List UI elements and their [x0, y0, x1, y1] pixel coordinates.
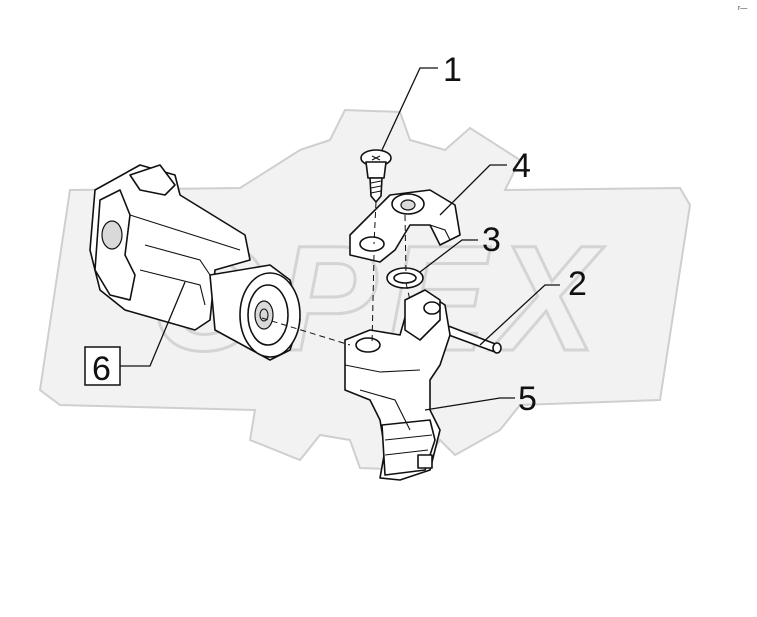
callout-1: 1	[443, 51, 462, 89]
callout-5: 5	[518, 380, 537, 418]
callout-6-box	[84, 346, 121, 386]
part-1-screw	[360, 149, 392, 203]
corner-mark: r—	[738, 5, 747, 12]
callout-2: 2	[568, 265, 587, 303]
leader-lines	[120, 67, 560, 411]
callout-6: 6	[92, 350, 111, 388]
part-3-ring	[386, 267, 424, 289]
callout-3: 3	[482, 221, 501, 259]
callout-4: 4	[512, 147, 531, 185]
part-6-actuator	[89, 164, 301, 361]
assembly-lines	[261, 201, 411, 346]
part-5-shaft	[344, 289, 451, 481]
